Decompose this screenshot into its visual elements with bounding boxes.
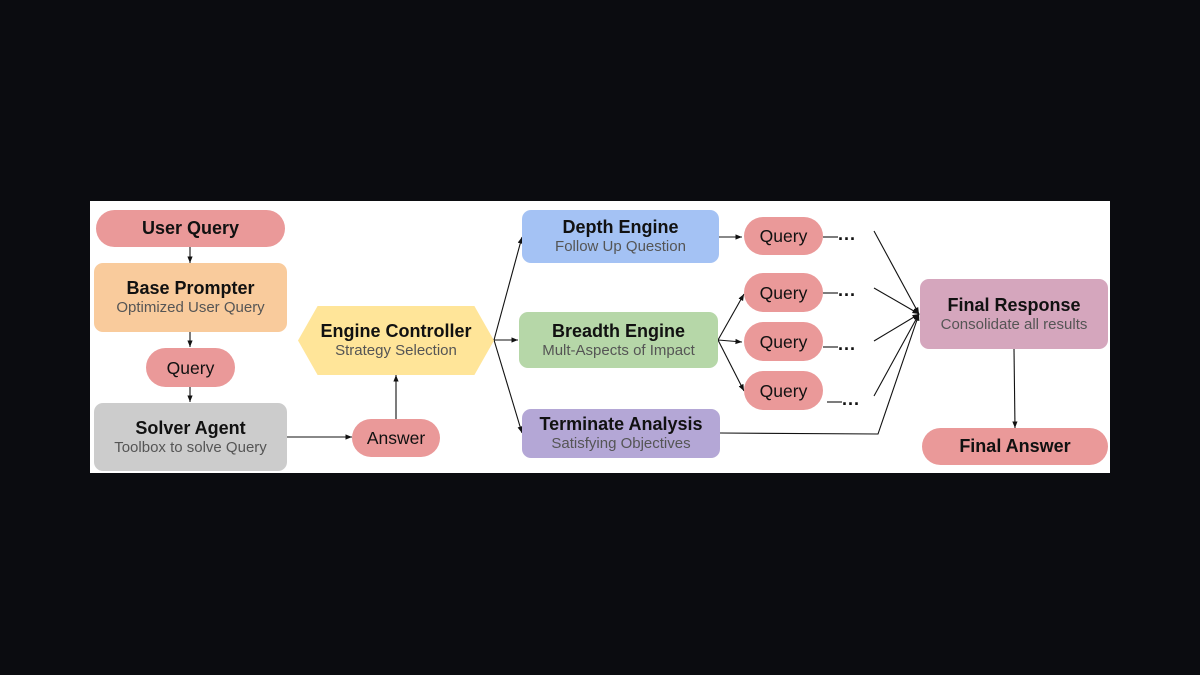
breadth-engine-title: Breadth Engine [551, 320, 685, 341]
ellipsis-2: ... [838, 280, 857, 300]
answer-node: Answer [352, 419, 440, 457]
ellipsis-3: ... [838, 334, 857, 354]
arrow-response-to-final-answer [1012, 348, 1018, 429]
final-response-subtitle: Consolidate all results [940, 315, 1088, 333]
arrow-terminate-to-response [719, 313, 920, 435]
query-node-breadth-3: Query [744, 371, 823, 410]
arrow-breadth-to-query-3 [717, 339, 745, 392]
depth-engine-node: Depth Engine Follow Up Question [522, 210, 719, 263]
arrow-dots-4-to-response [873, 313, 920, 397]
engine-controller-node: Engine Controller Strategy Selection [298, 306, 494, 375]
ellipsis-4: ... [842, 389, 861, 409]
final-answer-label: Final Answer [959, 436, 1071, 456]
ellipsis-1: ... [838, 224, 857, 244]
query-node-breadth-2: Query [744, 322, 823, 361]
solver-agent-subtitle: Toolbox to solve Query [114, 438, 267, 456]
arrow-controller-to-depth [493, 236, 523, 341]
terminate-analysis-subtitle: Satisfying Objectives [551, 435, 691, 452]
query-label: Query [759, 282, 808, 303]
arrow-dots-1-to-response [873, 230, 920, 315]
base-prompter-title: Base Prompter [126, 278, 255, 298]
user-query-node: User Query [96, 210, 285, 247]
breadth-engine-subtitle: Mult-Aspects of Impact [542, 341, 695, 359]
depth-engine-title: Depth Engine [562, 217, 679, 237]
arrow-breadth-to-query-1 [717, 293, 745, 341]
query-label: Query [759, 331, 808, 352]
arrow-breadth-to-query-2 [717, 338, 743, 345]
final-response-node: Final Response Consolidate all results [920, 279, 1108, 349]
query-label: Query [166, 357, 215, 378]
depth-engine-subtitle: Follow Up Question [555, 238, 686, 255]
terminate-analysis-title: Terminate Analysis [539, 414, 703, 434]
base-prompter-subtitle: Optimized User Query [116, 299, 265, 316]
query-node-breadth-1: Query [744, 273, 823, 312]
arrow-controller-to-terminate [493, 339, 523, 434]
connector-layer [187, 230, 1018, 440]
arrow-dots-3-to-response [873, 313, 920, 342]
solver-agent-node: Solver Agent Toolbox to solve Query [94, 403, 287, 471]
breadth-engine-node: Breadth Engine Mult-Aspects of Impact [519, 312, 718, 368]
arrow-dots-2-to-response [873, 287, 920, 315]
engine-controller-subtitle: Strategy Selection [335, 342, 457, 359]
flowchart-panel: User Query Base Prompter Optimized User … [90, 201, 1110, 473]
query-node-left: Query [146, 348, 235, 387]
user-query-label: User Query [141, 218, 240, 238]
final-response-title: Final Response [947, 294, 1081, 315]
query-label: Query [759, 226, 808, 246]
base-prompter-node: Base Prompter Optimized User Query [94, 263, 287, 332]
solver-agent-title: Solver Agent [135, 417, 246, 438]
engine-controller-title: Engine Controller [320, 321, 472, 341]
final-answer-node: Final Answer [922, 428, 1108, 465]
answer-label: Answer [366, 428, 426, 448]
query-label: Query [759, 380, 808, 401]
terminate-analysis-node: Terminate Analysis Satisfying Objectives [522, 409, 720, 458]
query-node-depth: Query [744, 217, 823, 255]
